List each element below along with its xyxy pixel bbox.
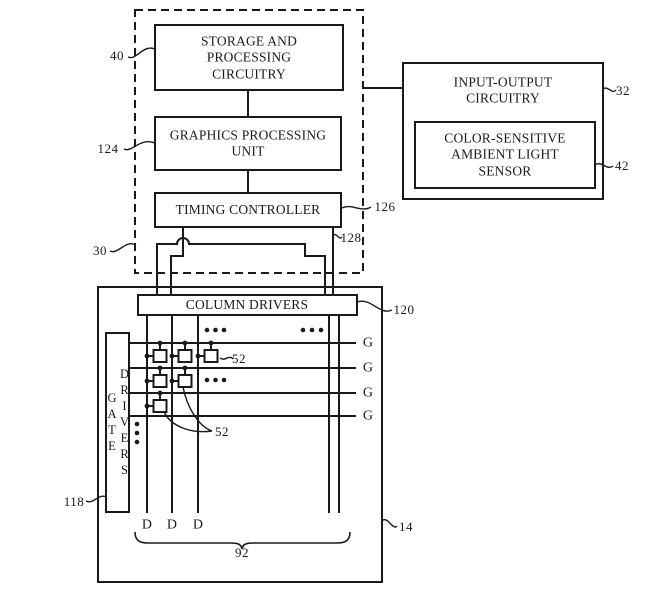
ref-label-14: 14 [399,519,413,535]
ref-label-52b: 52 [215,424,229,440]
leader-128 [332,233,343,239]
connection-dots [144,340,214,409]
gpu-box [154,116,342,171]
gate-line-label: G [362,335,374,351]
gate-line-label: G [362,408,374,424]
leader-120 [356,300,393,312]
ellipsis-rows-vertical [134,421,140,445]
ambient-light-sensor-box [414,121,596,189]
io-circuitry-label: INPUT-OUTPUT CIRCUITRY [453,74,553,106]
pixel-transistor [177,374,193,388]
pixel-transistor [152,349,168,363]
ref-label-124: 124 [97,141,119,157]
pixel-transistor [177,349,193,363]
storage-processing-box [154,24,344,91]
ref-label-52a: 52 [232,351,246,367]
ref-label-30: 30 [93,243,107,259]
pixel-transistor [203,349,219,363]
leader-52a [219,356,234,360]
pixel-row2-stubs [147,368,186,382]
control-circuitry-dashed-box [134,9,364,274]
ref-label-118: 118 [63,494,85,510]
leader-30 [109,243,137,253]
ref-label-126: 126 [374,199,396,215]
ref-label-128: 128 [340,230,362,246]
gpu-label: GRAPHICS PROCESSING UNIT [169,127,327,159]
gate-line-label: G [362,385,374,401]
ref-label-32: 32 [616,83,630,99]
ref-label-120: 120 [393,302,415,318]
pixel-row1-stubs [147,343,212,357]
timing-bus-loop-wire [156,237,326,295]
display-panel-box [97,286,383,583]
data-line-label: D [192,517,204,533]
ref-label-92: 92 [235,545,249,561]
leader-52b-upper [182,386,213,432]
timing-controller-label: TIMING CONTROLLER [175,201,321,217]
leader-40 [127,47,156,59]
data-lines-brace [134,531,351,550]
gate-line-label: G [362,360,374,376]
leader-124 [123,141,156,151]
data-line-label: D [141,517,153,533]
leader-14 [381,518,398,528]
data-line-label: D [166,517,178,533]
leader-126 [341,205,372,210]
column-drivers-label: COLUMN DRIVERS [185,296,309,312]
ref-label-40: 40 [110,48,124,64]
ellipsis-row2 [204,377,227,383]
timing-left-output-wire [170,227,184,295]
leader-32 [602,87,617,93]
leader-42 [594,163,614,168]
ambient-light-sensor-label: COLOR-SENSITIVE AMBIENT LIGHT SENSOR [444,130,566,179]
pixel-transistor [152,399,168,413]
timing-controller-box [154,192,342,228]
storage-processing-label: STORAGE AND PROCESSING CIRCUITRY [200,33,298,82]
gate-drivers-label: GATE DRIVERS [105,367,132,479]
ellipsis-columns-left [204,327,227,333]
gate-drivers-box [105,332,130,513]
leader-52b-lower [163,411,213,433]
ref-label-42: 42 [615,158,629,174]
leader-118 [85,495,107,503]
pixel-transistor [152,374,168,388]
column-drivers-box [137,294,358,316]
ellipsis-columns-right [300,327,324,333]
